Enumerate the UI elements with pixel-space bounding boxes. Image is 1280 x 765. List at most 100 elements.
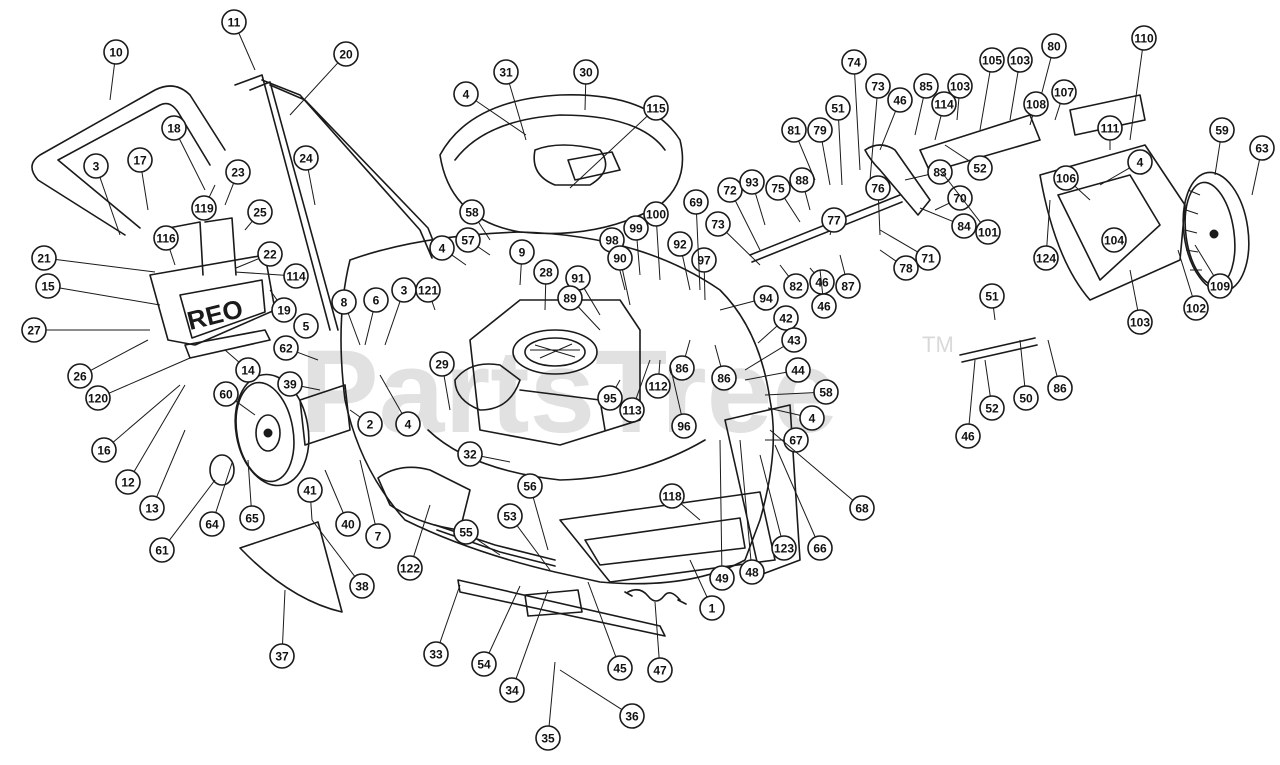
- callout-leader: [301, 385, 321, 391]
- callout-leader: [208, 184, 216, 198]
- callout-number: 87: [841, 280, 855, 294]
- callout-ring: [699, 595, 725, 621]
- callout-ring: [535, 725, 561, 751]
- callout-number: 46: [817, 300, 831, 314]
- callout-number: 84: [957, 220, 971, 234]
- callout-number: 85: [919, 80, 933, 94]
- callout-number: 95: [603, 392, 617, 406]
- callout-24: 24: [293, 145, 319, 206]
- callout-ring: [35, 273, 61, 299]
- rear-flap: [239, 521, 343, 613]
- callout-ring: [283, 263, 309, 289]
- callout-71: 71: [879, 229, 941, 271]
- callout-58: 58: [764, 379, 839, 405]
- callout-number: 33: [429, 648, 443, 662]
- callout-109: 109: [1194, 244, 1233, 299]
- callout-number: 58: [465, 206, 479, 220]
- discharge-chute: [377, 466, 471, 531]
- callout-55: 55: [453, 519, 501, 556]
- callout-number: 111: [1101, 122, 1120, 136]
- callout-ring: [597, 385, 623, 411]
- callout-102: 102: [1177, 249, 1209, 321]
- callout-leader: [744, 345, 785, 371]
- callout-100: 100: [643, 201, 669, 281]
- callout-52: 52: [979, 359, 1005, 421]
- callout-number: 46: [893, 94, 907, 108]
- callout-number: 114: [286, 270, 306, 284]
- callout-leader: [359, 459, 376, 525]
- callout-leader: [1009, 71, 1019, 121]
- callout-number: 62: [279, 342, 293, 356]
- callout-number: 118: [662, 490, 682, 504]
- callout-number: 46: [961, 430, 975, 444]
- callout-leader: [1099, 167, 1130, 186]
- callout-ring: [783, 273, 809, 299]
- callout-ring: [709, 565, 735, 591]
- callout-leader: [109, 63, 116, 101]
- callout-leader: [654, 601, 660, 659]
- callout-ring: [771, 535, 797, 561]
- callout-108: 108: [1023, 91, 1049, 126]
- callout-ring: [429, 351, 455, 377]
- callout-75: 75: [765, 175, 801, 223]
- callout-number: 57: [461, 234, 475, 248]
- callout-ring: [161, 115, 187, 141]
- callout-number: 105: [982, 54, 1002, 68]
- callout-leader: [1054, 103, 1061, 121]
- callout-95: 95: [597, 379, 623, 411]
- callout-number: 63: [1255, 142, 1269, 156]
- callout-105: 105: [979, 47, 1005, 131]
- callout-leader: [757, 325, 778, 344]
- callout-5: 5: [293, 313, 319, 339]
- callout-number: 49: [715, 572, 729, 586]
- callout-leader: [804, 191, 811, 211]
- callout-ring: [499, 677, 525, 703]
- callout-number: 26: [73, 370, 87, 384]
- callout-45: 45: [587, 581, 633, 681]
- callout-leader: [451, 254, 467, 266]
- callout-89: 89: [557, 285, 601, 331]
- callout-85: 85: [913, 73, 939, 136]
- callout-number: 8: [341, 296, 348, 310]
- callout-ring: [349, 573, 375, 599]
- callout-ring: [335, 511, 361, 537]
- callout-number: 31: [499, 66, 513, 80]
- callout-leader: [754, 193, 766, 226]
- callout-91: 91: [565, 265, 601, 316]
- callout-ring: [397, 555, 423, 581]
- callout-number: 75: [771, 182, 785, 196]
- callout-86: 86: [1047, 339, 1073, 401]
- callout-66: 66: [774, 444, 833, 561]
- callout-19: 19: [269, 289, 297, 323]
- callout-119: 119: [191, 184, 217, 221]
- callout-leader: [384, 301, 401, 346]
- callout-38: 38: [311, 519, 375, 599]
- callout-number: 27: [27, 324, 41, 338]
- callout-ring: [365, 523, 391, 549]
- callout-number: 39: [283, 378, 297, 392]
- callout-ring: [1209, 117, 1235, 143]
- callout-number: 4: [1137, 156, 1144, 170]
- callout-number: 109: [1210, 280, 1230, 294]
- callout-leader: [477, 246, 491, 256]
- callout-leader: [99, 177, 121, 236]
- callout-number: 99: [629, 222, 643, 236]
- callout-number: 4: [809, 412, 816, 426]
- callout-ring: [781, 327, 807, 353]
- callout-number: 35: [541, 732, 555, 746]
- callout-ring: [645, 373, 671, 399]
- callout-ring: [807, 117, 833, 143]
- callout-number: 52: [985, 402, 999, 416]
- callout-leader: [635, 359, 651, 399]
- callout-leader: [168, 479, 216, 541]
- callout-ring: [517, 473, 543, 499]
- wheel-bracket: [299, 384, 351, 446]
- callout-leader: [244, 220, 253, 231]
- callout-leader: [347, 313, 361, 346]
- callout-number: 50: [1019, 392, 1033, 406]
- callout-number: 3: [93, 160, 100, 174]
- callout-ring: [671, 413, 697, 439]
- callout-leader: [488, 585, 521, 654]
- callout-leader: [235, 258, 260, 269]
